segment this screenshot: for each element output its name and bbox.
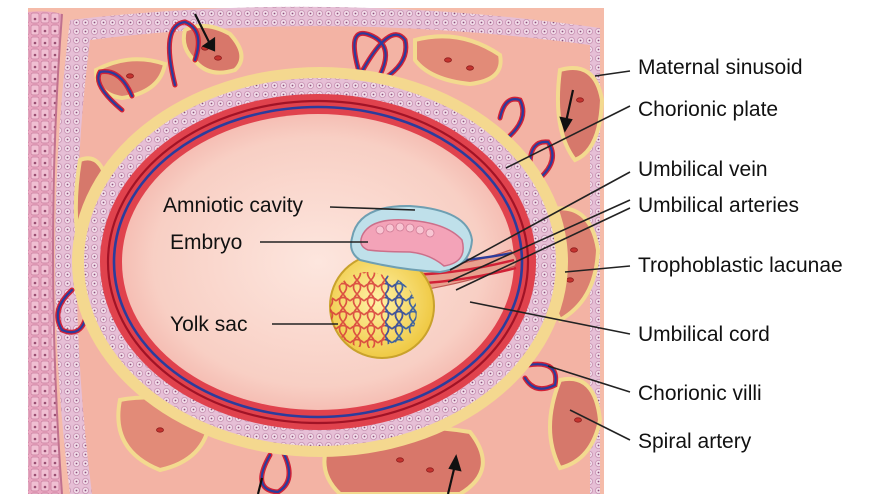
label-chorionic-plate: Chorionic plate	[638, 98, 778, 121]
label-maternal-sinusoid: Maternal sinusoid	[638, 56, 803, 79]
label-trophoblastic-lacunae: Trophoblastic lacunae	[638, 254, 843, 277]
label-chorionic-villi: Chorionic villi	[638, 382, 762, 405]
label-umbilical-vein: Umbilical vein	[638, 158, 768, 181]
label-embryo: Embryo	[170, 231, 242, 254]
label-amniotic-cavity: Amniotic cavity	[163, 194, 304, 217]
label-spiral-artery: Spiral artery	[638, 430, 752, 453]
label-umbilical-arteries: Umbilical arteries	[638, 194, 799, 217]
label-yolk-sac: Yolk sac	[170, 313, 247, 336]
label-umbilical-cord: Umbilical cord	[638, 323, 770, 346]
